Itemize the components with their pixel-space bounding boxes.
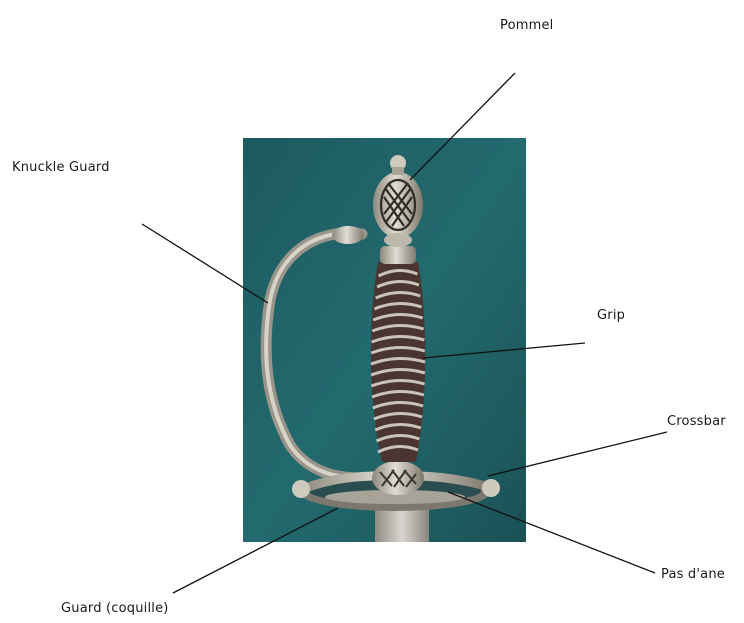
label-pas-dane: Pas d'ane [661, 567, 725, 582]
crossbar-terminal-left [292, 480, 310, 498]
grip-ferrule [380, 246, 416, 264]
label-knuckle-guard: Knuckle Guard [12, 160, 110, 175]
label-guard-coquille: Guard (coquille) [61, 601, 169, 616]
knuckle-guard-finial [332, 226, 364, 244]
label-pommel: Pommel [500, 18, 553, 33]
crossbar-terminal-right [482, 479, 500, 497]
label-crossbar: Crossbar [667, 414, 726, 429]
label-grip: Grip [597, 308, 625, 323]
blade [375, 505, 429, 545]
